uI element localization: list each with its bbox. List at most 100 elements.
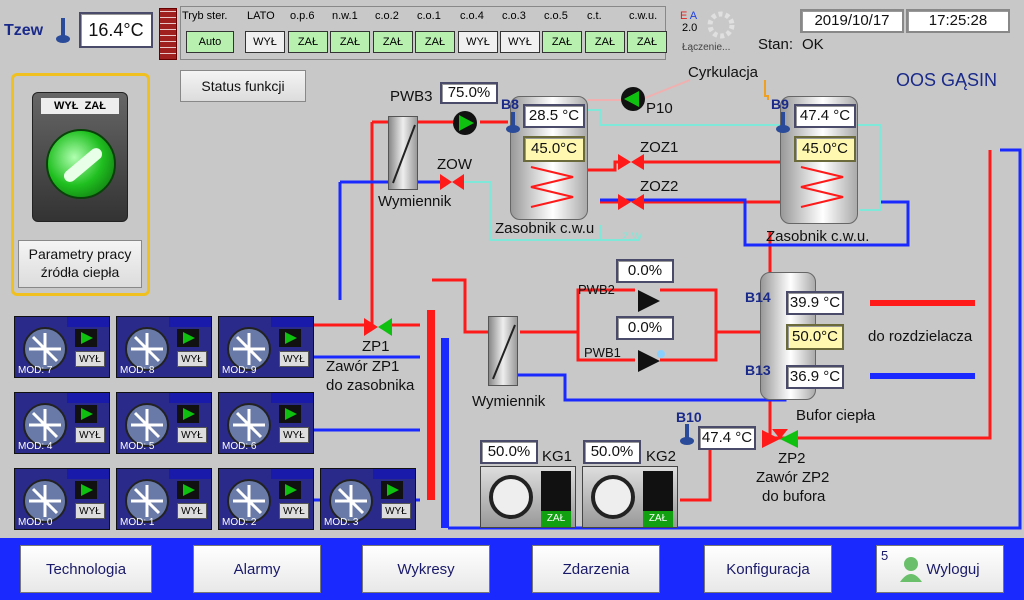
status-head: c.t.: [587, 10, 602, 22]
b8-setpoint[interactable]: 45.0°C: [523, 136, 585, 162]
b13-temp: 36.9 °C: [786, 365, 844, 389]
heat-pump-module[interactable]: WYŁ MOD: 1: [116, 468, 212, 530]
main-switch[interactable]: WYŁ ZAŁ: [32, 92, 128, 222]
status-cell[interactable]: ZAŁ: [373, 31, 413, 53]
status-head: c.w.u.: [629, 10, 658, 22]
play-icon: [75, 405, 97, 423]
module-label: MOD: 6: [222, 441, 257, 452]
pwb2-label: PWB2: [578, 282, 615, 297]
status-head: LATO: [247, 10, 275, 22]
status-functions-button[interactable]: Status funkcji: [180, 70, 306, 102]
status-cell[interactable]: Auto: [186, 31, 234, 53]
p10-label: P10: [646, 100, 673, 117]
module-label: MOD: 1: [120, 517, 155, 528]
module-top-strip: [67, 393, 109, 403]
valve-zp1-icon[interactable]: [364, 318, 392, 336]
module-label: MOD: 8: [120, 365, 155, 376]
tzew-value: 16.4°C: [79, 12, 153, 48]
status-cell[interactable]: ZAŁ: [627, 31, 667, 53]
module-top-strip: [271, 393, 313, 403]
zp2-label: ZP2: [778, 450, 806, 467]
b10-thermometer-icon: [680, 424, 694, 446]
stan-label: Stan:: [758, 36, 794, 53]
switch-knob-icon: [46, 129, 116, 199]
do-rozdzielacza-label: do rozdzielacza: [868, 328, 973, 345]
status-cell[interactable]: WYŁ: [245, 31, 285, 53]
pump-p10-icon[interactable]: [620, 86, 646, 112]
b14-temp: 39.9 °C: [786, 291, 844, 315]
module-top-strip: [373, 469, 415, 479]
pwb3-label: PWB3: [390, 88, 433, 105]
module-label: MOD: 2: [222, 517, 257, 528]
fan-icon: [23, 327, 67, 371]
heat-pump-module[interactable]: WYŁ MOD: 5: [116, 392, 212, 454]
valve-zow-icon[interactable]: [440, 174, 464, 190]
site-name: OOS GĄSIN: [896, 70, 998, 90]
time-display: 17:25:28: [906, 9, 1010, 33]
module-state: WYŁ: [177, 427, 207, 443]
status-cell[interactable]: WYŁ: [500, 31, 540, 53]
b9-setpoint[interactable]: 45.0°C: [794, 136, 856, 162]
fan-icon: [23, 403, 67, 447]
nav-konfiguracja[interactable]: Konfiguracja: [704, 545, 832, 593]
play-icon: [279, 405, 301, 423]
pump-pwb3-icon[interactable]: [452, 110, 478, 136]
user-icon: [900, 556, 923, 582]
status-cell[interactable]: WYŁ: [458, 31, 498, 53]
nav-zdarzenia[interactable]: Zdarzenia: [532, 545, 660, 593]
nav-wykresy[interactable]: Wykresy: [362, 545, 490, 593]
kg2-state: ZAŁ: [643, 511, 673, 527]
params-button[interactable]: Parametry pracy źródła ciepła: [18, 240, 142, 288]
module-top-strip: [271, 317, 313, 327]
pump-pwb1-icon[interactable]: [636, 350, 666, 372]
cyrkulacja-label: Cyrkulacja: [688, 64, 759, 81]
kg1-value: 50.0%: [480, 440, 538, 464]
status-head: c.o.1: [417, 10, 441, 22]
status-cell[interactable]: ZAŁ: [415, 31, 455, 53]
status-cell[interactable]: ZAŁ: [542, 31, 582, 53]
thermometer-icon: [56, 18, 70, 44]
valve-zp2-icon[interactable]: [762, 429, 798, 449]
fan-icon: [125, 327, 169, 371]
valve-zoz2-icon[interactable]: [618, 194, 644, 210]
nav-technologia[interactable]: Technologia: [20, 545, 152, 593]
module-label: MOD: 9: [222, 365, 257, 376]
status-cell[interactable]: ZAŁ: [330, 31, 370, 53]
boiler-fan-icon: [489, 475, 533, 519]
boiler-kg2[interactable]: ZAŁ: [582, 466, 678, 528]
valve-zoz1-icon[interactable]: [618, 154, 644, 170]
status-cell[interactable]: ZAŁ: [585, 31, 625, 53]
module-top-strip: [67, 317, 109, 327]
pwb1-value: 0.0%: [616, 316, 674, 340]
module-state: WYŁ: [381, 503, 411, 519]
b10-temp: 47.4 °C: [698, 426, 756, 450]
fan-icon: [227, 403, 271, 447]
b9-label: B9: [771, 96, 789, 112]
stan-value: OK: [802, 36, 824, 53]
module-state: WYŁ: [279, 503, 309, 519]
bufor-setpoint[interactable]: 50.0°C: [786, 324, 844, 350]
play-icon: [381, 481, 403, 499]
module-label: MOD: 5: [120, 441, 155, 452]
heat-pump-module[interactable]: WYŁ MOD: 2: [218, 468, 314, 530]
nav-wyloguj[interactable]: 5 Wyloguj: [876, 545, 1004, 593]
boiler-kg1[interactable]: ZAŁ: [480, 466, 576, 528]
module-state: WYŁ: [177, 503, 207, 519]
zp2-desc-1: Zawór ZP2: [756, 469, 830, 486]
status-head: o.p.6: [290, 10, 315, 22]
kg2-label: KG2: [646, 448, 677, 465]
zw-label: Z.W: [622, 231, 643, 243]
pwb1-label: PWB1: [584, 345, 621, 360]
pump-pwb2-icon[interactable]: [636, 290, 662, 312]
kg2-value: 50.0%: [583, 440, 641, 464]
status-cell[interactable]: ZAŁ: [288, 31, 328, 53]
nav-alarmy[interactable]: Alarmy: [193, 545, 321, 593]
